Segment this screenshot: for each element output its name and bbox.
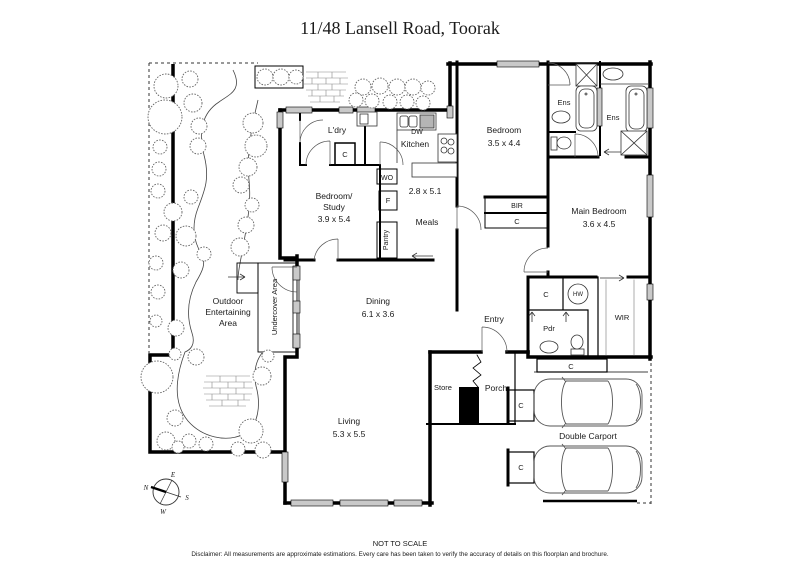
label-outdoor-2: Entertaining xyxy=(205,307,251,317)
shower-icon xyxy=(620,130,648,156)
compass-north: N xyxy=(143,484,149,492)
hall-door xyxy=(456,205,482,231)
ensuite1-door xyxy=(547,62,571,86)
label-entry: Entry xyxy=(484,314,505,324)
label-outdoor-3: Area xyxy=(219,318,237,328)
toilet-icon xyxy=(570,334,585,356)
carport-boundary-dashed xyxy=(637,363,652,504)
label-kitchen: Kitchen xyxy=(401,139,430,149)
label-meals: Meals xyxy=(416,217,439,227)
brick-paving-top xyxy=(304,71,348,103)
sliding-door xyxy=(292,265,301,349)
label-fridge: F xyxy=(386,196,391,205)
label-living-dim: 5.3 x 5.5 xyxy=(333,429,366,439)
label-living: Living xyxy=(338,416,360,426)
laundry-door xyxy=(299,119,324,144)
label-cupboard-hall: C xyxy=(543,290,549,299)
label-dining: Dining xyxy=(366,296,390,306)
ensuite2-arrow xyxy=(603,148,622,156)
label-outdoor-1: Outdoor xyxy=(213,296,244,306)
doors xyxy=(271,62,599,353)
bathtub-icon xyxy=(575,85,598,132)
powder-arrow-1 xyxy=(528,311,536,322)
label-dishwasher: DW xyxy=(411,129,423,136)
labels: 11/48 Lansell Road, Toorak L'dry C DW Ki… xyxy=(143,18,630,558)
scale-note: NOT TO SCALE xyxy=(373,539,428,548)
hot-water-icon xyxy=(567,283,589,305)
compass-icon xyxy=(150,478,182,506)
label-hot-water: HW xyxy=(573,292,583,298)
windows xyxy=(276,60,654,507)
label-bedroom-study-dim: 3.9 x 5.4 xyxy=(318,214,351,224)
label-cupboard-strip: C xyxy=(568,362,574,371)
label-pantry: Pantry xyxy=(383,229,390,250)
front-door xyxy=(481,326,508,353)
label-dining-dim: 6.1 x 3.6 xyxy=(362,309,395,319)
label-bedroom-study-2: Study xyxy=(323,202,345,212)
basin-icon xyxy=(602,67,624,81)
label-wall-oven: WO xyxy=(381,175,394,182)
garden-trees xyxy=(140,68,436,459)
break-line xyxy=(472,354,482,388)
bathtub-icon xyxy=(625,85,648,133)
label-porch: Porch xyxy=(485,383,507,393)
kitchen-bench xyxy=(411,162,458,178)
kitchen-sink-icon xyxy=(396,112,437,131)
label-store: Store xyxy=(434,383,452,392)
wir-arrow xyxy=(600,274,625,282)
undercover-step xyxy=(236,262,259,294)
label-cupboard-laundry: C xyxy=(342,150,348,159)
label-cupboard-porch-2: C xyxy=(518,463,524,472)
label-bedroom: Bedroom xyxy=(487,125,522,135)
flow-arrows xyxy=(228,148,625,322)
porch-pillar xyxy=(459,387,479,423)
label-ensuite-1: Ens xyxy=(558,98,571,107)
compass-west: W xyxy=(160,508,167,516)
brick-paving-bottom xyxy=(203,375,253,407)
cooktop-icon xyxy=(437,133,458,163)
label-powder: Pdr xyxy=(543,324,555,333)
pantry-box xyxy=(376,221,398,259)
meals-arrow xyxy=(411,252,433,260)
label-kitchen-meals-dim: 2.8 x 5.1 xyxy=(409,186,442,196)
label-main-bedroom: Main Bedroom xyxy=(571,206,626,216)
laundry-cupboard xyxy=(334,142,356,166)
label-undercover: Undercover Area xyxy=(270,278,279,335)
basin-icon xyxy=(539,340,559,354)
undercover-arrow xyxy=(228,273,246,281)
main-bedroom-door xyxy=(523,247,549,273)
ensuite-nook-door xyxy=(574,133,599,158)
basin-icon xyxy=(551,110,571,124)
compass-east: E xyxy=(170,471,176,479)
dining-door xyxy=(313,238,339,261)
laundry-trough-icon xyxy=(356,111,378,127)
undercover-door xyxy=(271,266,298,293)
powder-arrow-2 xyxy=(562,311,570,322)
compass-south: S xyxy=(185,494,189,502)
car-icon xyxy=(533,376,643,429)
carport xyxy=(533,363,652,504)
kitchen-door xyxy=(379,141,404,166)
label-cupboard-bir: C xyxy=(514,217,520,226)
fridge-box xyxy=(378,190,398,211)
bedroom-study-door xyxy=(305,140,331,166)
fixtures xyxy=(356,63,648,356)
label-bir: BIR xyxy=(511,203,523,210)
toilet-icon xyxy=(550,136,572,151)
disclaimer: Disclaimer: All measurements are approxi… xyxy=(191,551,608,558)
label-ensuite-2: Ens xyxy=(607,113,620,122)
label-wir: WIR xyxy=(615,313,630,322)
label-laundry: L'dry xyxy=(328,125,347,135)
car-icon xyxy=(533,443,643,496)
label-bedroom-study-1: Bedroom/ xyxy=(316,191,353,201)
wall-oven-box xyxy=(376,168,398,185)
page-title: 11/48 Lansell Road, Toorak xyxy=(300,18,500,38)
label-bedroom-dim: 3.5 x 4.4 xyxy=(488,138,521,148)
label-cupboard-porch-1: C xyxy=(518,401,524,410)
label-main-bedroom-dim: 3.6 x 4.5 xyxy=(583,219,616,229)
shower-icon xyxy=(575,63,598,87)
label-double-carport: Double Carport xyxy=(559,431,617,441)
